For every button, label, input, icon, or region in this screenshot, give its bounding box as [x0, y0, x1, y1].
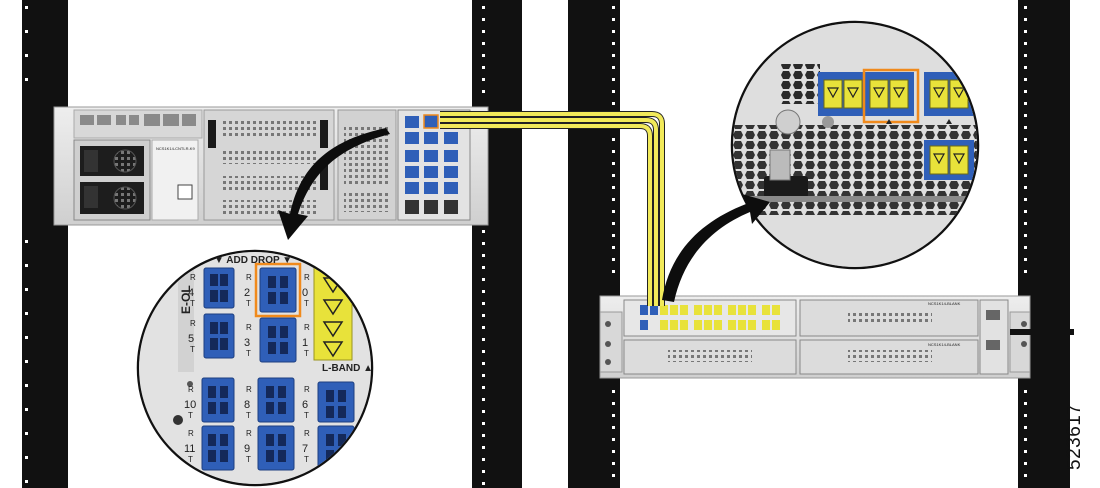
svg-text:R: R [246, 323, 252, 332]
arrow-right [662, 194, 770, 302]
rack-rail-left-2 [472, 0, 522, 488]
zoom-right-ports [818, 72, 977, 180]
lc-ports-small [405, 116, 458, 194]
port-num-5: 5 [188, 333, 194, 345]
svg-text:T: T [304, 411, 309, 420]
controller-model-label: NCS1K14-CNTLR-K9 [156, 146, 195, 151]
io-ports [80, 114, 196, 126]
port-num-11: 11 [184, 443, 195, 455]
mount-ear-right [1009, 311, 1031, 373]
port-num-1: 1 [302, 337, 308, 349]
blank-label-2: NCS1K14-BLANK [928, 342, 961, 347]
port-num-0: 0 [302, 287, 308, 299]
svg-text:T: T [246, 411, 251, 420]
label-add-drop: ▼ ADD DROP ▼ [214, 255, 292, 266]
svg-text:R: R [304, 429, 310, 438]
controller-card [151, 139, 199, 221]
arrow-left [278, 128, 390, 240]
rack-rail-right-1 [568, 0, 620, 488]
blank-label-1: NCS1K14-BLANK [928, 301, 961, 306]
svg-text:T: T [188, 411, 193, 420]
rail-holes [25, 6, 28, 483]
port-num-3: 3 [244, 337, 250, 349]
svg-text:T: T [190, 345, 195, 354]
svg-text:T: T [304, 349, 309, 358]
rack-rails [22, 0, 1070, 488]
svg-text:R: R [304, 273, 310, 282]
screw [173, 415, 183, 425]
highlighted-port-small [423, 114, 439, 129]
latch [764, 176, 808, 198]
line-card-ports [623, 299, 797, 337]
port-highlight [254, 262, 302, 318]
power-supplies [73, 139, 151, 221]
svg-text:R: R [188, 429, 194, 438]
svg-text:T: T [304, 299, 309, 308]
port-num-9: 9 [244, 443, 250, 455]
label-e-ol: E-OL [179, 285, 193, 314]
svg-text:T: T [246, 299, 251, 308]
port-t: T [190, 299, 195, 308]
port-num-10: 10 [184, 399, 196, 411]
svg-text:R: R [246, 385, 252, 394]
svg-text:R: R [188, 385, 194, 394]
port-highlight-right [862, 68, 920, 124]
svg-text:T: T [188, 455, 193, 464]
svg-text:T: T [246, 455, 251, 464]
svg-text:R: R [246, 429, 252, 438]
mount-ear-left [599, 311, 623, 373]
figure-id: 523617 [1064, 403, 1085, 470]
fiber-connection [440, 111, 665, 306]
zoom-callout-right [730, 20, 980, 270]
label-l-band: L-BAND ▲ [322, 363, 373, 374]
blank-slots: NCS1K14-BLANK NCS1K14-BLANK [623, 299, 1009, 375]
svg-text:T: T [304, 455, 309, 464]
port-num-7: 7 [302, 443, 308, 455]
zoom-callout-left: ▼ ADD DROP ▼ L-BAND ▲ E-OL R 4 T R 5 T R… [136, 249, 374, 487]
port-num-6: 6 [302, 399, 308, 411]
svg-text:T: T [246, 349, 251, 358]
qr-tag [177, 184, 193, 200]
rack-rail-right-2 [1018, 0, 1070, 488]
callout-arrows [278, 128, 770, 302]
svg-text:R: R [304, 323, 310, 332]
port-num-8: 8 [244, 399, 250, 411]
lc-port-holes [208, 274, 346, 462]
port-r: R [190, 273, 196, 282]
chassis-right: NCS1K14-BLANK NCS1K14-BLANK [599, 295, 1074, 379]
svg-text:R: R [190, 319, 196, 328]
svg-text:R: R [246, 273, 252, 282]
port-num-2: 2 [244, 287, 250, 299]
port-num-4: 4 [188, 287, 194, 299]
rack-rail-left-1 [22, 0, 68, 488]
svg-text:R: R [304, 385, 310, 394]
chassis-left: NCS1K14-CNTLR-K9 [53, 106, 489, 226]
